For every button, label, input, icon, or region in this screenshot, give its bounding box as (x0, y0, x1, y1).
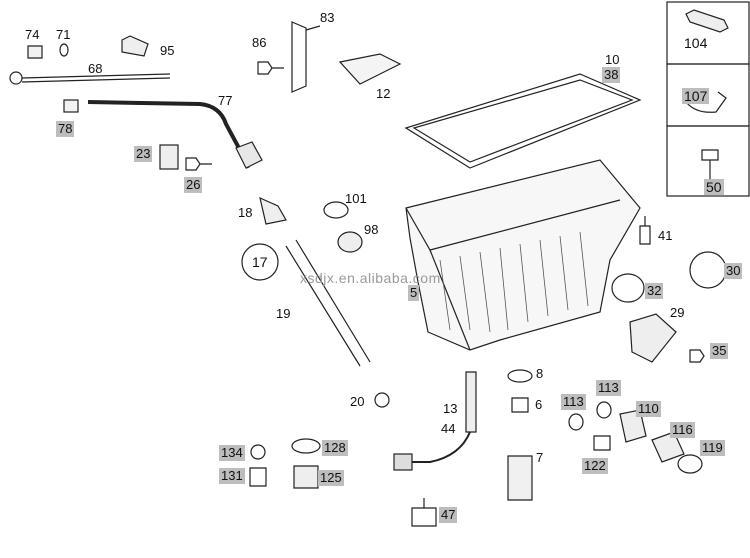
callout-30: 30 (724, 263, 743, 279)
watermark: xsdjx.en.alibaba.com (300, 270, 441, 286)
callout-35: 35 (710, 343, 729, 359)
callout-17: 17 (252, 254, 268, 270)
part-29-housing (629, 313, 677, 363)
part-74-cap (27, 45, 43, 59)
callout-101: 101 (345, 191, 367, 206)
part-19-tube (285, 239, 371, 367)
part-68-strap (21, 73, 171, 83)
callout-113-a: 113 (561, 394, 586, 410)
callout-128: 128 (322, 440, 348, 456)
callout-13: 13 (443, 401, 458, 416)
part-134-ring (250, 444, 266, 460)
part-78-sleeve (63, 99, 79, 113)
part-125-valve (293, 465, 319, 489)
callout-10: 10 (605, 52, 620, 67)
callout-86: 86 (252, 35, 267, 50)
part-5-oil-pan (405, 159, 641, 351)
callout-116: 116 (670, 422, 695, 438)
part-68-ring (9, 71, 23, 85)
callout-47: 47 (439, 507, 458, 523)
callout-41: 41 (658, 228, 673, 243)
part-26-bolt (185, 157, 212, 171)
part-104-tube (685, 9, 729, 33)
part-10-gasket (404, 73, 642, 169)
callout-107: 107 (682, 88, 710, 104)
part-18-plug (259, 196, 287, 225)
callout-32: 32 (645, 283, 664, 299)
part-83-bracket (291, 21, 321, 93)
callout-6: 6 (535, 397, 543, 412)
callout-122: 122 (582, 458, 608, 474)
part-113-washer-a (568, 413, 584, 431)
part-95-bracket (121, 35, 149, 57)
callout-98: 98 (364, 222, 379, 237)
callout-68: 68 (88, 61, 103, 76)
part-47-part (411, 498, 437, 527)
part-77-tube (87, 100, 250, 169)
part-7-filter (507, 455, 533, 501)
part-110-fitting (619, 409, 647, 443)
callout-74: 74 (25, 27, 40, 42)
callout-71: 71 (56, 27, 71, 42)
callout-44: 44 (441, 421, 456, 436)
callout-119: 119 (700, 440, 725, 456)
part-20-washer (374, 392, 390, 408)
callout-50: 50 (704, 179, 724, 195)
side-box-50 (666, 125, 750, 197)
callout-19: 19 (276, 306, 291, 321)
part-71-washer (59, 43, 69, 57)
callout-125: 125 (318, 470, 344, 486)
part-35-bolt (689, 349, 705, 363)
callout-20: 20 (350, 394, 365, 409)
callout-12: 12 (376, 86, 391, 101)
callout-23: 23 (134, 146, 153, 162)
callout-134: 134 (219, 445, 245, 461)
part-8-ring (507, 369, 533, 383)
part-12-bracket (338, 53, 402, 85)
callout-78: 78 (56, 121, 75, 137)
callout-29: 29 (670, 305, 685, 320)
callout-7: 7 (536, 450, 544, 465)
callout-131: 131 (219, 468, 245, 484)
part-128-washer (291, 438, 321, 454)
part-32-gasket (611, 273, 645, 303)
part-119-clamp (677, 454, 703, 474)
part-86-bolt (257, 61, 284, 75)
part-122-plug (593, 435, 611, 451)
part-6-plug (511, 397, 529, 413)
part-98-grommet (337, 231, 363, 253)
part-131-plug (249, 467, 267, 487)
callout-8: 8 (536, 366, 544, 381)
part-41-bolt (639, 216, 651, 245)
part-30-cover (689, 251, 727, 289)
callout-18: 18 (238, 205, 253, 220)
callout-83: 83 (320, 10, 335, 25)
callout-104: 104 (684, 35, 708, 51)
part-23-clip (159, 144, 179, 170)
part-13-sensor (465, 371, 477, 433)
callout-5: 5 (408, 285, 420, 301)
callout-113-b: 113 (596, 380, 621, 396)
part-113-washer-b (596, 401, 612, 419)
part-107-clamp (685, 91, 727, 113)
part-116-hose (651, 431, 685, 463)
part-44-cable (404, 431, 471, 463)
callout-95: 95 (160, 43, 175, 58)
part-17-circle (241, 243, 279, 281)
callout-77: 77 (218, 93, 233, 108)
callout-26: 26 (184, 177, 203, 193)
callout-110: 110 (636, 401, 661, 417)
side-box-104 (666, 1, 750, 65)
part-50-bolt (701, 149, 719, 182)
part-101-clamp (323, 201, 349, 219)
callout-38: 38 (602, 67, 621, 83)
